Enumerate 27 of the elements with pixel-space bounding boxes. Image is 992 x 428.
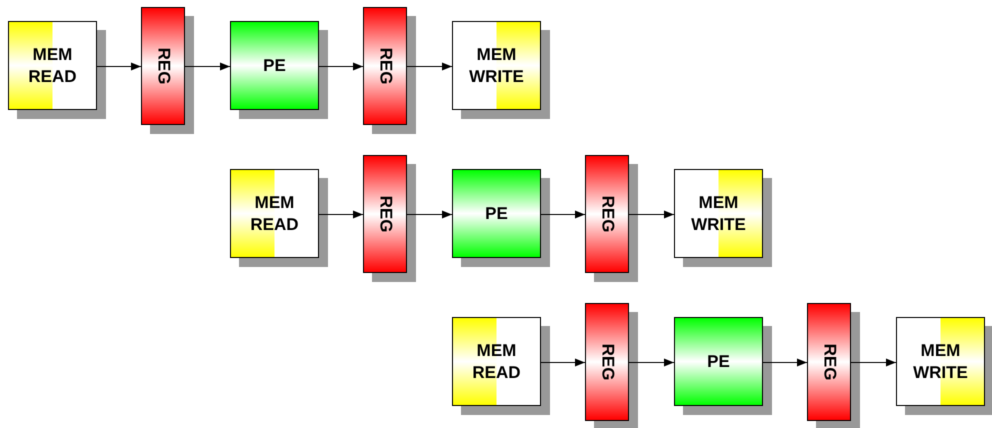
block-label: REG — [597, 344, 618, 380]
arrow — [540, 358, 586, 366]
block-label: MEM READ — [249, 192, 300, 236]
arrow — [184, 62, 230, 70]
block-label: PE — [706, 350, 731, 372]
arrow — [762, 358, 808, 366]
block-label: REG — [375, 196, 396, 232]
block-label: MEM WRITE — [912, 340, 969, 384]
arrow — [96, 62, 142, 70]
block-label: REG — [375, 48, 396, 84]
arrow — [628, 210, 674, 218]
arrow — [540, 210, 586, 218]
arrow — [406, 62, 452, 70]
block-label: REG — [597, 196, 618, 232]
block-label: REG — [819, 344, 840, 380]
arrow — [318, 62, 364, 70]
block-label: MEM READ — [471, 340, 522, 384]
arrow — [318, 210, 364, 218]
block-label: PE — [262, 54, 287, 76]
block-label: MEM WRITE — [690, 192, 747, 236]
arrow — [850, 358, 896, 366]
block-label: MEM WRITE — [468, 44, 525, 88]
block-label: MEM READ — [27, 44, 78, 88]
block-label: PE — [484, 202, 509, 224]
arrow — [406, 210, 452, 218]
block-label: REG — [153, 48, 174, 84]
arrow — [628, 358, 674, 366]
